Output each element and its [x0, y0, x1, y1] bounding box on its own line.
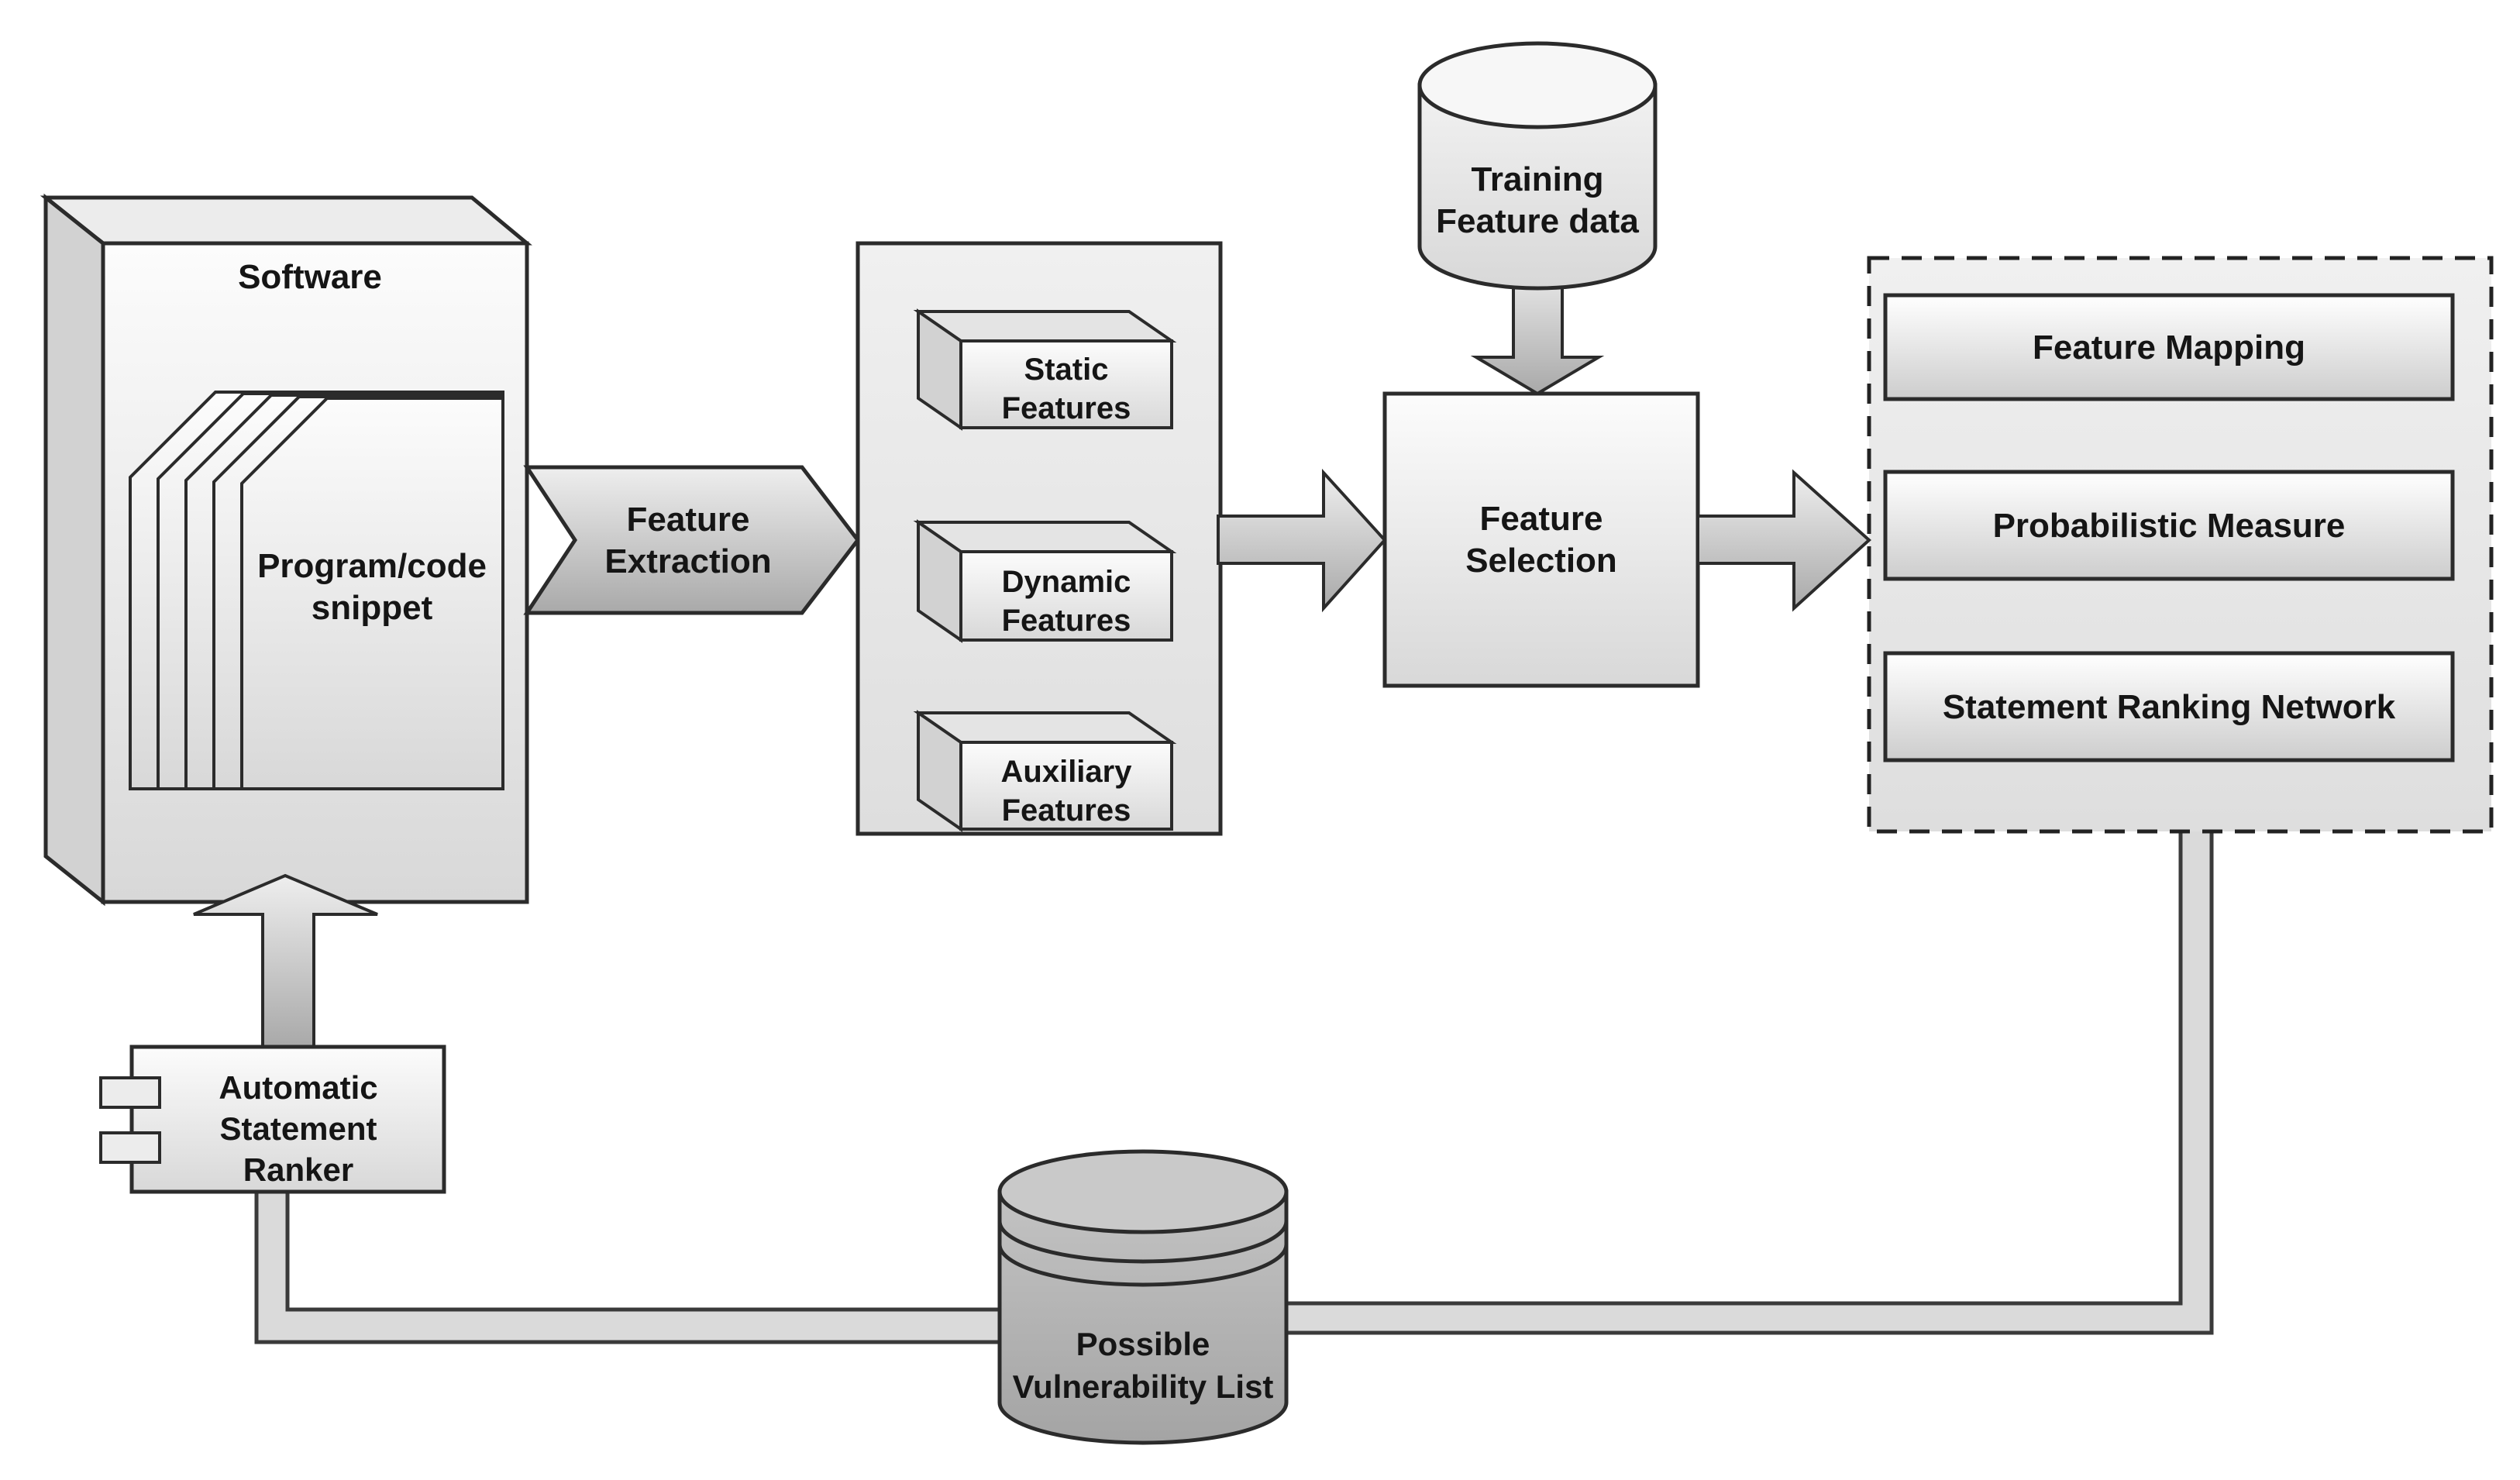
feature-selection-box: Feature Selection	[1382, 391, 1700, 688]
probabilistic-measure-box: Probabilistic Measure	[1883, 470, 2455, 581]
feature-mapping-rect	[1883, 293, 2455, 401]
software-label: Software	[238, 258, 382, 296]
ranker-rect	[129, 1045, 446, 1194]
cylinder-top	[1417, 41, 1658, 129]
selection-to-pipeline-arrow	[1696, 469, 1871, 612]
feature-mapping-label: Feature Mapping	[2033, 329, 2305, 367]
feature-selection-label-line2: Selection	[1465, 542, 1617, 580]
feature-selection-label-line1: Feature	[1480, 500, 1603, 538]
features-group-box: Static Features Dynamic Features Auxilia…	[855, 241, 1223, 836]
automatic-statement-ranker-component: Automatic Statement Ranker	[99, 1045, 446, 1194]
auxiliary-features-label-line2: Features	[1002, 793, 1131, 828]
pipe-ranker-to-vulnerability-list	[254, 1188, 1017, 1344]
cylinder-top	[997, 1149, 1289, 1234]
slab-front-face	[959, 550, 1173, 642]
possible-vulnerability-list-cylinder: Possible Vulnerability List	[997, 1149, 1289, 1445]
ranker-label-line2: Statement	[219, 1110, 377, 1147]
page-stack: Program/code snippet	[129, 391, 504, 790]
cylinder-ring	[997, 1220, 1289, 1264]
static-features-label-line2: Features	[1002, 391, 1131, 425]
feature-mapping-box: Feature Mapping	[1883, 293, 2455, 401]
component-tab-icon	[99, 1131, 161, 1164]
ranker-label-line1: Automatic	[219, 1069, 377, 1106]
dynamic-features-slab: Dynamic Features	[913, 519, 1177, 643]
vulnerability-list-label-line1: Possible	[1076, 1326, 1210, 1362]
auxiliary-features-slab: Auxiliary Features	[913, 710, 1177, 832]
training-feature-data-cylinder: Training Feature data	[1417, 41, 1658, 291]
training-feature-data-label-line2: Feature data	[1436, 202, 1639, 240]
dynamic-features-label-line1: Dynamic	[1002, 565, 1131, 599]
page-sheet-front	[240, 397, 504, 790]
pipe-pipeline-to-vulnerability-list	[1272, 823, 2214, 1335]
vulnerability-list-label-line2: Vulnerability List	[1013, 1368, 1274, 1405]
dynamic-features-label-line2: Features	[1002, 604, 1131, 638]
feature-extraction-label-line2: Extraction	[604, 542, 771, 580]
statement-ranking-network-label: Statement Ranking Network	[1943, 688, 2396, 726]
program-code-snippet-label-line2: snippet	[312, 589, 433, 627]
statement-ranking-network-box: Statement Ranking Network	[1883, 651, 2455, 762]
feature-selection-rect	[1382, 391, 1700, 688]
component-tab-icon	[99, 1076, 161, 1109]
ranking-pipeline-dashed-box: Feature Mapping Probabilistic Measure St…	[1867, 256, 2494, 834]
static-features-slab: Static Features	[913, 308, 1177, 431]
static-features-label-line1: Static	[1024, 353, 1109, 387]
statement-ranking-network-rect	[1883, 651, 2455, 762]
cylinder-ring	[997, 1244, 1289, 1287]
feature-extraction-arrow: Feature Extraction	[523, 465, 861, 615]
cylinder-body	[1417, 83, 1658, 291]
probabilistic-measure-rect	[1883, 470, 2455, 581]
ranker-label-line3: Ranker	[243, 1151, 353, 1188]
slab-front-face	[959, 339, 1173, 429]
auxiliary-features-label-line1: Auxiliary	[1001, 755, 1133, 789]
software-box-top-face	[40, 195, 532, 246]
program-code-snippet-label-line1: Program/code	[257, 547, 487, 585]
ranker-to-software-arrow	[193, 873, 378, 1048]
features-to-selection-arrow	[1217, 468, 1387, 613]
software-box-side-face	[43, 193, 105, 907]
training-feature-data-label-line1: Training	[1471, 160, 1603, 198]
software-box: Software Program/code snippet	[40, 193, 532, 907]
slab-front-face	[959, 741, 1173, 831]
chevron-shape	[523, 465, 861, 615]
probabilistic-measure-label: Probabilistic Measure	[1993, 507, 2346, 545]
feature-extraction-label-line1: Feature	[627, 501, 750, 539]
